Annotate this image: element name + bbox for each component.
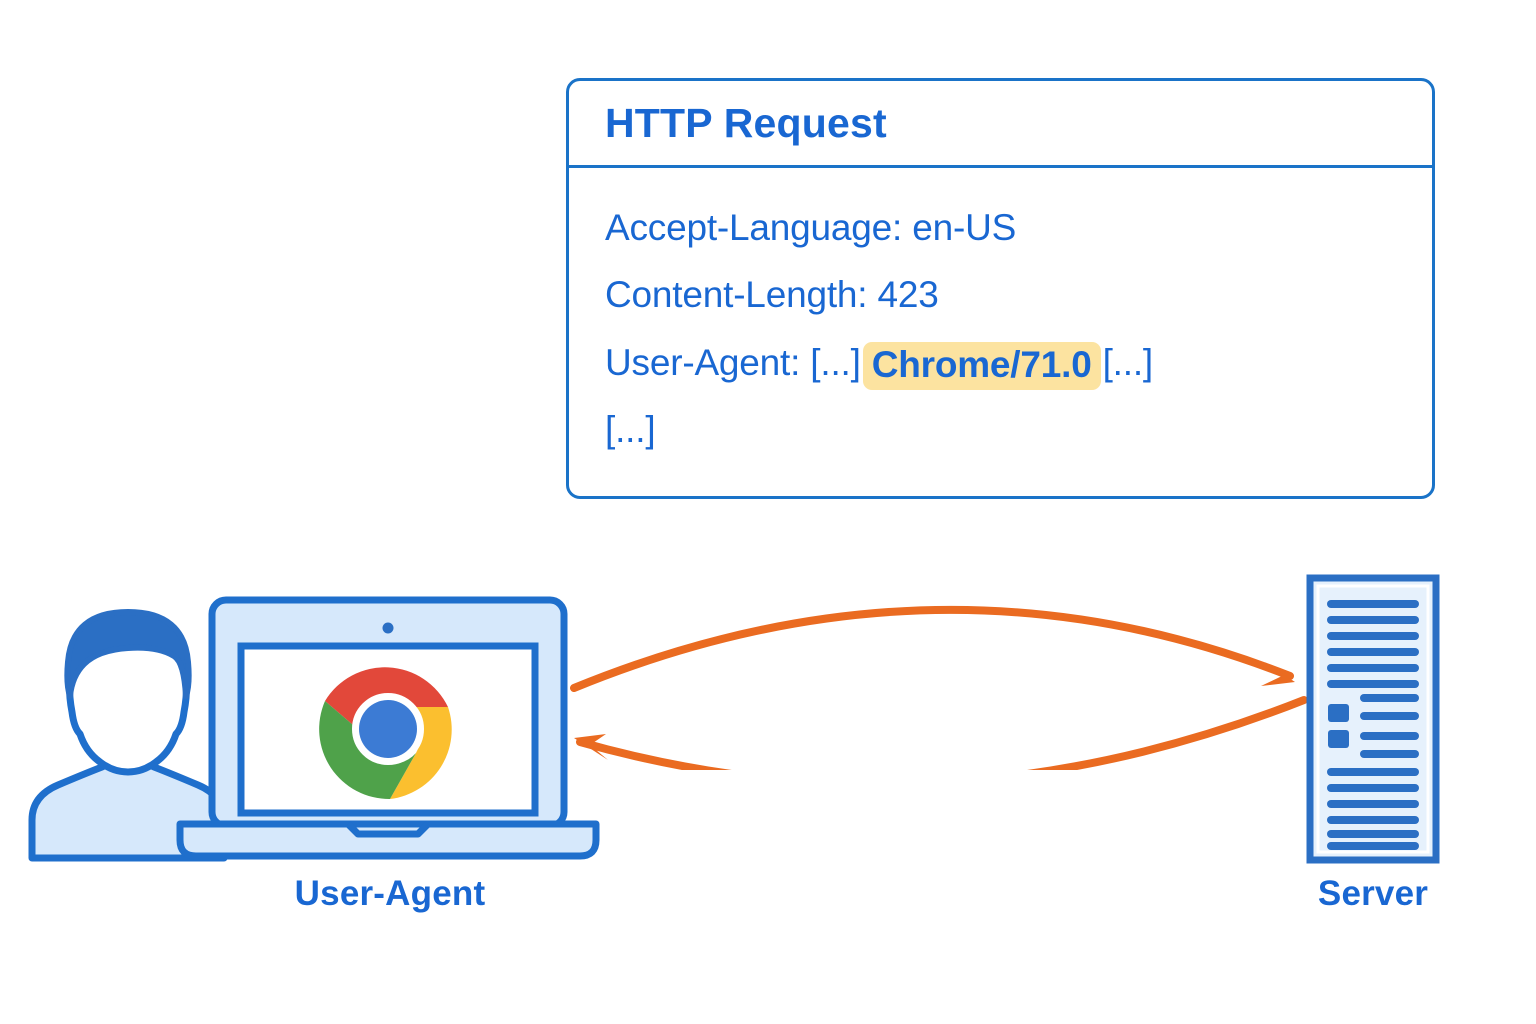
- server-rack-icon: [1306, 574, 1440, 864]
- laptop-icon: [172, 596, 604, 862]
- header-accept-language: Accept-Language: en-US: [605, 194, 1402, 261]
- header-user-agent-highlight-chrome-version: Chrome/71.0: [862, 341, 1101, 391]
- header-ellipsis-text: [...]: [605, 408, 656, 450]
- http-request-card-title: HTTP Request: [605, 99, 887, 146]
- client-node-label: User-Agent: [294, 874, 486, 913]
- request-arrow-icon: [570, 605, 1295, 692]
- header-content-length: Content-Length: 423: [605, 261, 1402, 328]
- http-request-header-list: Accept-Language: en-US Content-Length: 4…: [569, 168, 1432, 463]
- user-avatar-icon: [28, 600, 228, 862]
- http-request-card-header: HTTP Request: [569, 81, 1432, 168]
- header-ellipsis: [...]: [605, 396, 1402, 463]
- header-content-length-text: Content-Length: 423: [605, 274, 939, 316]
- header-user-agent: User-Agent: [...]Chrome/71.0[...]: [605, 329, 1402, 396]
- header-accept-language-text: Accept-Language: en-US: [605, 207, 1017, 248]
- http-request-card: HTTP Request Accept-Language: en-US Cont…: [566, 78, 1435, 499]
- header-user-agent-suffix: [...]: [1102, 341, 1154, 383]
- response-arrow-icon: [574, 696, 1308, 789]
- server-node-label: Server: [1317, 874, 1429, 913]
- request-response-arrows: [560, 590, 1320, 789]
- header-user-agent-prefix: User-Agent: [...]: [605, 341, 861, 383]
